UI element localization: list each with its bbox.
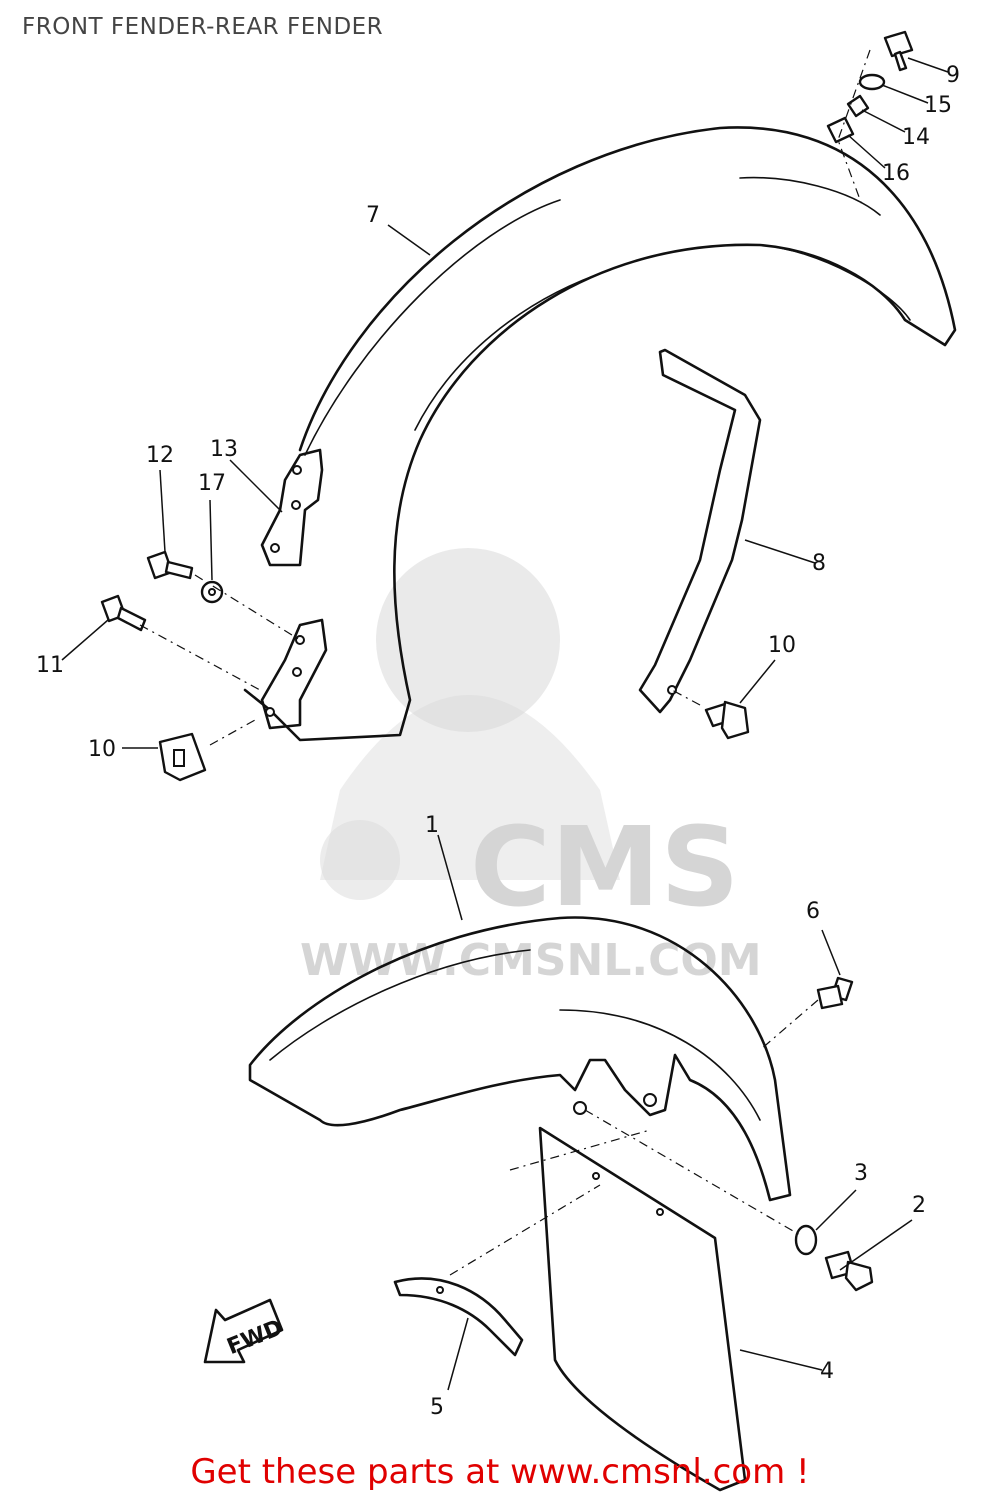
page-title: FRONT FENDER-REAR FENDER [22,14,384,40]
part-label-p5[interactable]: 5 [430,1395,444,1420]
rear-fender[interactable] [243,126,957,742]
washer-17[interactable] [200,580,224,604]
part-label-p17[interactable]: 17 [198,471,226,496]
bolt-10-right[interactable] [704,700,750,740]
part-label-p3[interactable]: 3 [854,1161,868,1186]
part-label-p16[interactable]: 16 [882,161,910,186]
part-label-p4[interactable]: 4 [820,1359,834,1384]
fwd-arrow: FWD [203,1298,287,1364]
leader-lines [61,57,949,1391]
front-fender[interactable] [248,916,792,1202]
rear-fender-bracket[interactable] [260,448,328,730]
washer-3[interactable] [794,1224,818,1256]
part-label-p9[interactable]: 9 [946,63,960,88]
nut-clip-10-left[interactable] [158,732,207,782]
part-label-p15[interactable]: 15 [924,93,952,118]
part-label-p10b[interactable]: 10 [88,737,116,762]
part-label-p8[interactable]: 8 [812,551,826,576]
bolt-12[interactable] [146,550,194,580]
footer-link[interactable]: Get these parts at www.cmsnl.com ! [190,1452,810,1492]
grommet-16[interactable] [826,116,855,144]
cms-watermark: CMS WWW.CMSNL.COM [300,548,762,986]
assembly-lines [139,49,871,1276]
bolt-9[interactable] [883,30,914,72]
part-label-p6[interactable]: 6 [806,899,820,924]
part-label-p1[interactable]: 1 [425,813,439,838]
mud-flap[interactable] [538,1126,747,1492]
part-label-p12[interactable]: 12 [146,443,174,468]
part-label-p2[interactable]: 2 [912,1193,926,1218]
watermark-brand: CMS [470,803,739,931]
flap-bracket[interactable] [393,1277,524,1357]
part-label-p13[interactable]: 13 [210,437,238,462]
rear-fender-stay[interactable] [638,348,762,714]
watermark-url: WWW.CMSNL.COM [300,935,762,986]
washer-15[interactable] [858,73,886,91]
fwd-arrow-label: FWD [224,1315,287,1360]
part-label-p7[interactable]: 7 [366,203,380,228]
bolt-6[interactable] [816,976,854,1010]
nut-14[interactable] [846,94,870,118]
bolt-2[interactable] [824,1250,874,1292]
part-label-p14[interactable]: 14 [902,125,930,150]
part-label-p10a[interactable]: 10 [768,633,796,658]
bolt-11[interactable] [100,594,147,632]
part-label-p11[interactable]: 11 [36,653,64,678]
